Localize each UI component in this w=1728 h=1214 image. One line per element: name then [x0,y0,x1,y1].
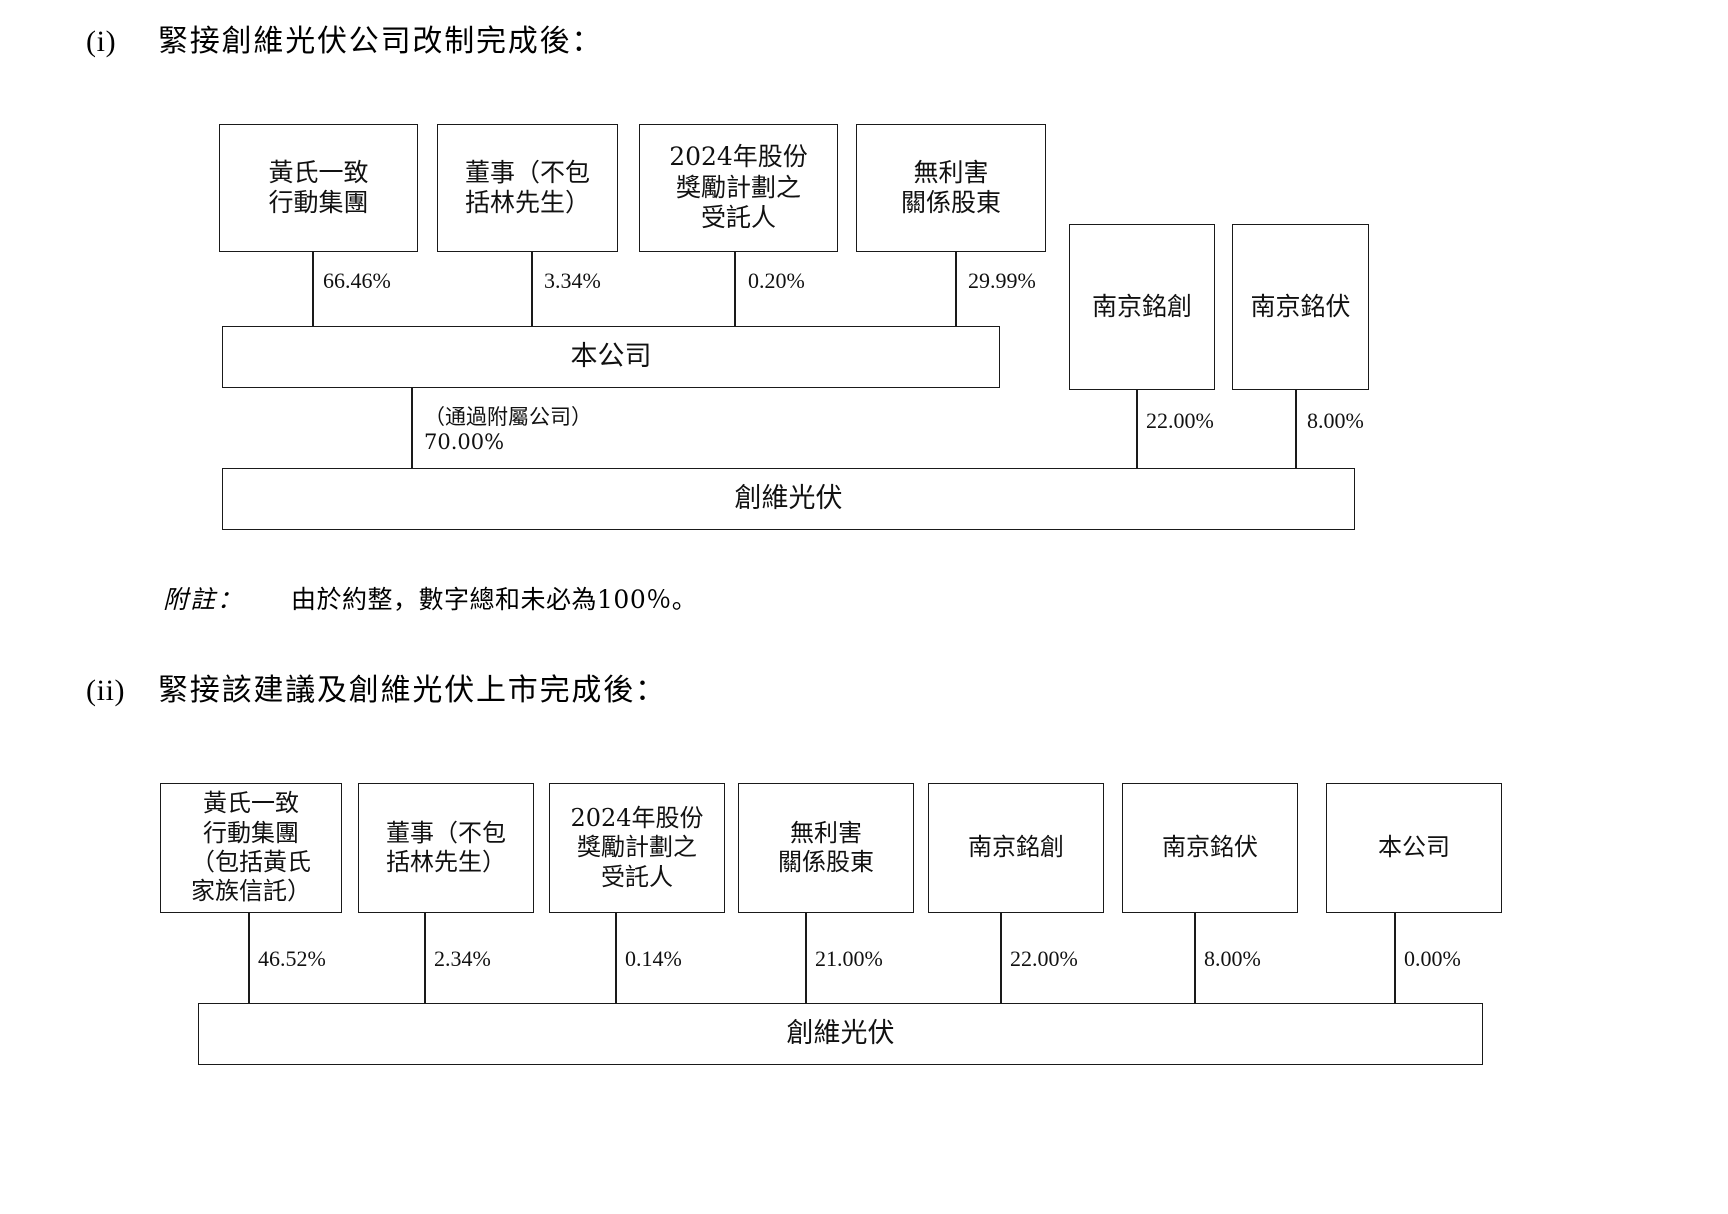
d2-box-skyworth-pv: 創維光伏 [198,1003,1483,1065]
d1-box-directors: 董事（不包 括林先生） [437,124,618,252]
d1-company-link-pct: 70.00% [424,429,505,454]
d2-connector-0 [248,913,250,1005]
d1-box-nanjing-mingchuang: 南京銘創 [1069,224,1215,390]
d2-box-directors: 董事（不包 括林先生） [358,783,534,913]
d2-box-label-5: 南京銘伏 [1162,833,1258,862]
d1-pct-2: 0.20% [748,268,805,293]
d2-pct-5: 8.00% [1204,946,1261,971]
section-title-i: 緊接創維光伏公司改制完成後： [158,24,604,59]
d2-connector-6 [1394,913,1396,1005]
d1-box-nanjing-mingfu: 南京銘伏 [1232,224,1369,390]
d2-box-disinterested-shareholders: 無利害 關係股東 [738,783,914,913]
d2-box-company: 本公司 [1326,783,1502,913]
d1-box-huang-concert-group: 黃氏一致 行動集團 [219,124,418,252]
d2-box-label-6: 本公司 [1378,833,1450,862]
d1-connector-3 [955,252,957,326]
d2-connector-2 [615,913,617,1005]
d1-connector-mingchuang [1136,390,1138,470]
d1-company-link-note-text: （通過附屬公司） [424,405,592,429]
d2-pct-6: 0.00% [1404,946,1461,971]
d2-box-2024-share-award-trustee: 2024年股份 獎勵計劃之 受託人 [549,783,725,913]
d1-connector-company-to-target [411,388,413,470]
d1-box-label-1: 董事（不包 括林先生） [464,157,590,218]
d2-pct-1: 2.34% [434,946,491,971]
d2-connector-1 [424,913,426,1005]
d1-company-link-note: （通過附屬公司） 70.00% [424,405,592,455]
d2-connector-5 [1194,913,1196,1005]
footnote-text: 由於約整，數字總和未必為100％。 [291,585,698,614]
d1-box-disinterested-shareholders: 無利害 關係股東 [856,124,1046,252]
d1-pct-1: 3.34% [544,268,601,293]
d1-target-label: 創維光伏 [734,482,843,514]
d2-pct-2: 0.14% [625,946,682,971]
d1-box-label-0: 黃氏一致 行動集團 [268,157,369,218]
d2-box-nanjing-mingfu: 南京銘伏 [1122,783,1298,913]
d1-side-label-1: 南京銘伏 [1250,291,1351,321]
d2-target-label: 創維光伏 [786,1017,895,1049]
d2-box-label-3: 無利害 關係股東 [778,818,874,876]
d1-box-label-3: 無利害 關係股東 [900,157,1001,218]
d1-pct-0: 66.46% [323,268,391,293]
d2-connector-4 [1000,913,1002,1005]
footnote: 附註： 由於約整，數字總和未必為100％。 [163,580,697,616]
section-title-ii: 緊接該建議及創維光伏上市完成後： [158,673,667,708]
diagram-post-restructuring: 黃氏一致 行動集團 董事（不包 括林先生） 2024年股份 獎勵計劃之 受託人 … [0,0,1728,560]
d1-pct-3: 29.99% [968,268,1036,293]
d1-side-pct-0: 22.00% [1146,408,1214,433]
d1-side-pct-1: 8.00% [1307,408,1364,433]
d1-box-label-2: 2024年股份 獎勵計劃之 受託人 [669,142,808,233]
d2-box-nanjing-mingchuang: 南京銘創 [928,783,1104,913]
d1-connector-mingfu [1295,390,1297,470]
d1-side-label-0: 南京銘創 [1091,291,1192,321]
section-heading-i: (i) 緊接創維光伏公司改制完成後： [86,16,603,60]
section-number-ii: (ii) [86,674,126,707]
d2-pct-4: 22.00% [1010,946,1078,971]
d1-box-2024-share-award-trustee: 2024年股份 獎勵計劃之 受託人 [639,124,838,252]
d1-box-skyworth-pv: 創維光伏 [222,468,1355,530]
d1-company-label: 本公司 [570,340,652,372]
d2-box-label-0: 黃氏一致 行動集團 （包括黃氏 家族信託） [191,789,311,906]
d2-connector-3 [805,913,807,1005]
section-heading-ii: (ii) 緊接該建議及創維光伏上市完成後： [86,665,667,709]
section-number-i: (i) [86,25,117,58]
d2-box-label-1: 董事（不包 括林先生） [386,818,506,876]
d2-box-label-2: 2024年股份 獎勵計劃之 受託人 [570,804,704,891]
d1-connector-1 [531,252,533,326]
footnote-label: 附註： [163,585,245,614]
d2-box-huang-concert-group: 黃氏一致 行動集團 （包括黃氏 家族信託） [160,783,342,913]
d2-box-label-4: 南京銘創 [968,833,1064,862]
d1-box-company: 本公司 [222,326,1000,388]
d1-connector-0 [312,252,314,326]
d2-pct-0: 46.52% [258,946,326,971]
d2-pct-3: 21.00% [815,946,883,971]
d1-connector-2 [734,252,736,326]
